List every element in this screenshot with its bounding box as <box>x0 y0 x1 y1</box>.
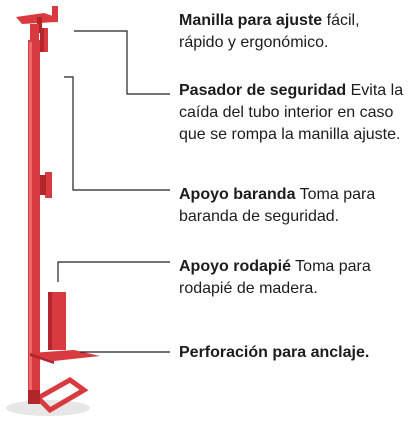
callout-description: Toma para rodapié de madera. <box>179 258 371 297</box>
railing-support <box>45 172 52 198</box>
callout-title: Perforación para anclaje. <box>179 344 370 361</box>
callout-description: fácil, rápido y ergonómico. <box>179 12 360 51</box>
callout-title: Manilla para ajuste <box>179 12 323 29</box>
toe-board-support-front <box>52 292 66 350</box>
tube-highlight <box>29 42 32 396</box>
adjustment-handle <box>16 13 56 24</box>
anchor-loop <box>33 377 89 414</box>
callout-title: Apoyo rodapié <box>179 258 292 275</box>
callout-anchor-hole: Perforación para anclaje. <box>179 342 407 364</box>
handle-stem <box>37 17 42 33</box>
callout-safety-pin: Pasador de seguridad Evita la caída del … <box>179 80 407 146</box>
inner-tube <box>30 24 39 44</box>
handle-hook <box>52 6 58 22</box>
callout-description: Evita la caída del tubo interior en caso… <box>179 82 404 143</box>
leader-line-toe-board <box>57 261 170 282</box>
base-plate <box>30 350 100 361</box>
railing-support-side <box>40 175 46 195</box>
callout-toe-board-support: Apoyo rodapié Toma para rodapié de mader… <box>179 256 407 300</box>
leader-line-handle <box>74 30 170 95</box>
tube-foot <box>28 390 40 404</box>
callout-railing-support: Apoyo baranda Toma para baranda de segur… <box>179 184 407 228</box>
base-plate-edge <box>30 353 54 364</box>
leader-lines <box>57 30 170 353</box>
callout-title: Apoyo baranda <box>179 186 296 203</box>
callout-description: Toma para baranda de seguridad. <box>179 186 376 225</box>
callout-adjustment-handle: Manilla para ajuste fácil, rápido y ergo… <box>179 10 407 54</box>
safety-pin <box>44 28 48 52</box>
callout-title: Pasador de seguridad <box>179 82 347 99</box>
guardrail-post <box>16 6 100 414</box>
leader-line-safety-pin <box>64 76 170 191</box>
